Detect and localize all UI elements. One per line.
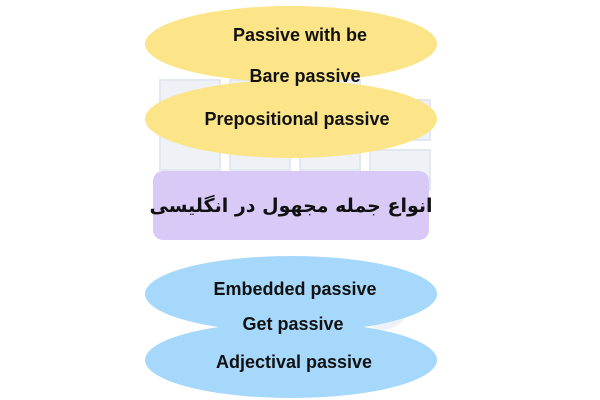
top-item-prepositional-passive: Prepositional passive [204, 109, 390, 129]
top-item-passive-with-be: Passive with be [232, 25, 368, 45]
ellipse-bottom-2 [145, 322, 437, 398]
center-title-box: انواع جمله مجهول در انگلیسی [149, 171, 433, 240]
bottom-item-adjectival-passive: Adjectival passive [215, 352, 373, 372]
ellipse-top-1 [145, 6, 437, 82]
center-title: انواع جمله مجهول در انگلیسی [149, 194, 433, 217]
ellipse-bottom-1 [145, 256, 437, 332]
ellipse-top-2 [145, 80, 437, 158]
bottom-item-get-passive: Get passive [242, 314, 344, 334]
top-item-bare-passive: Bare passive [249, 66, 361, 86]
bottom-item-embedded-passive: Embedded passive [213, 279, 377, 299]
